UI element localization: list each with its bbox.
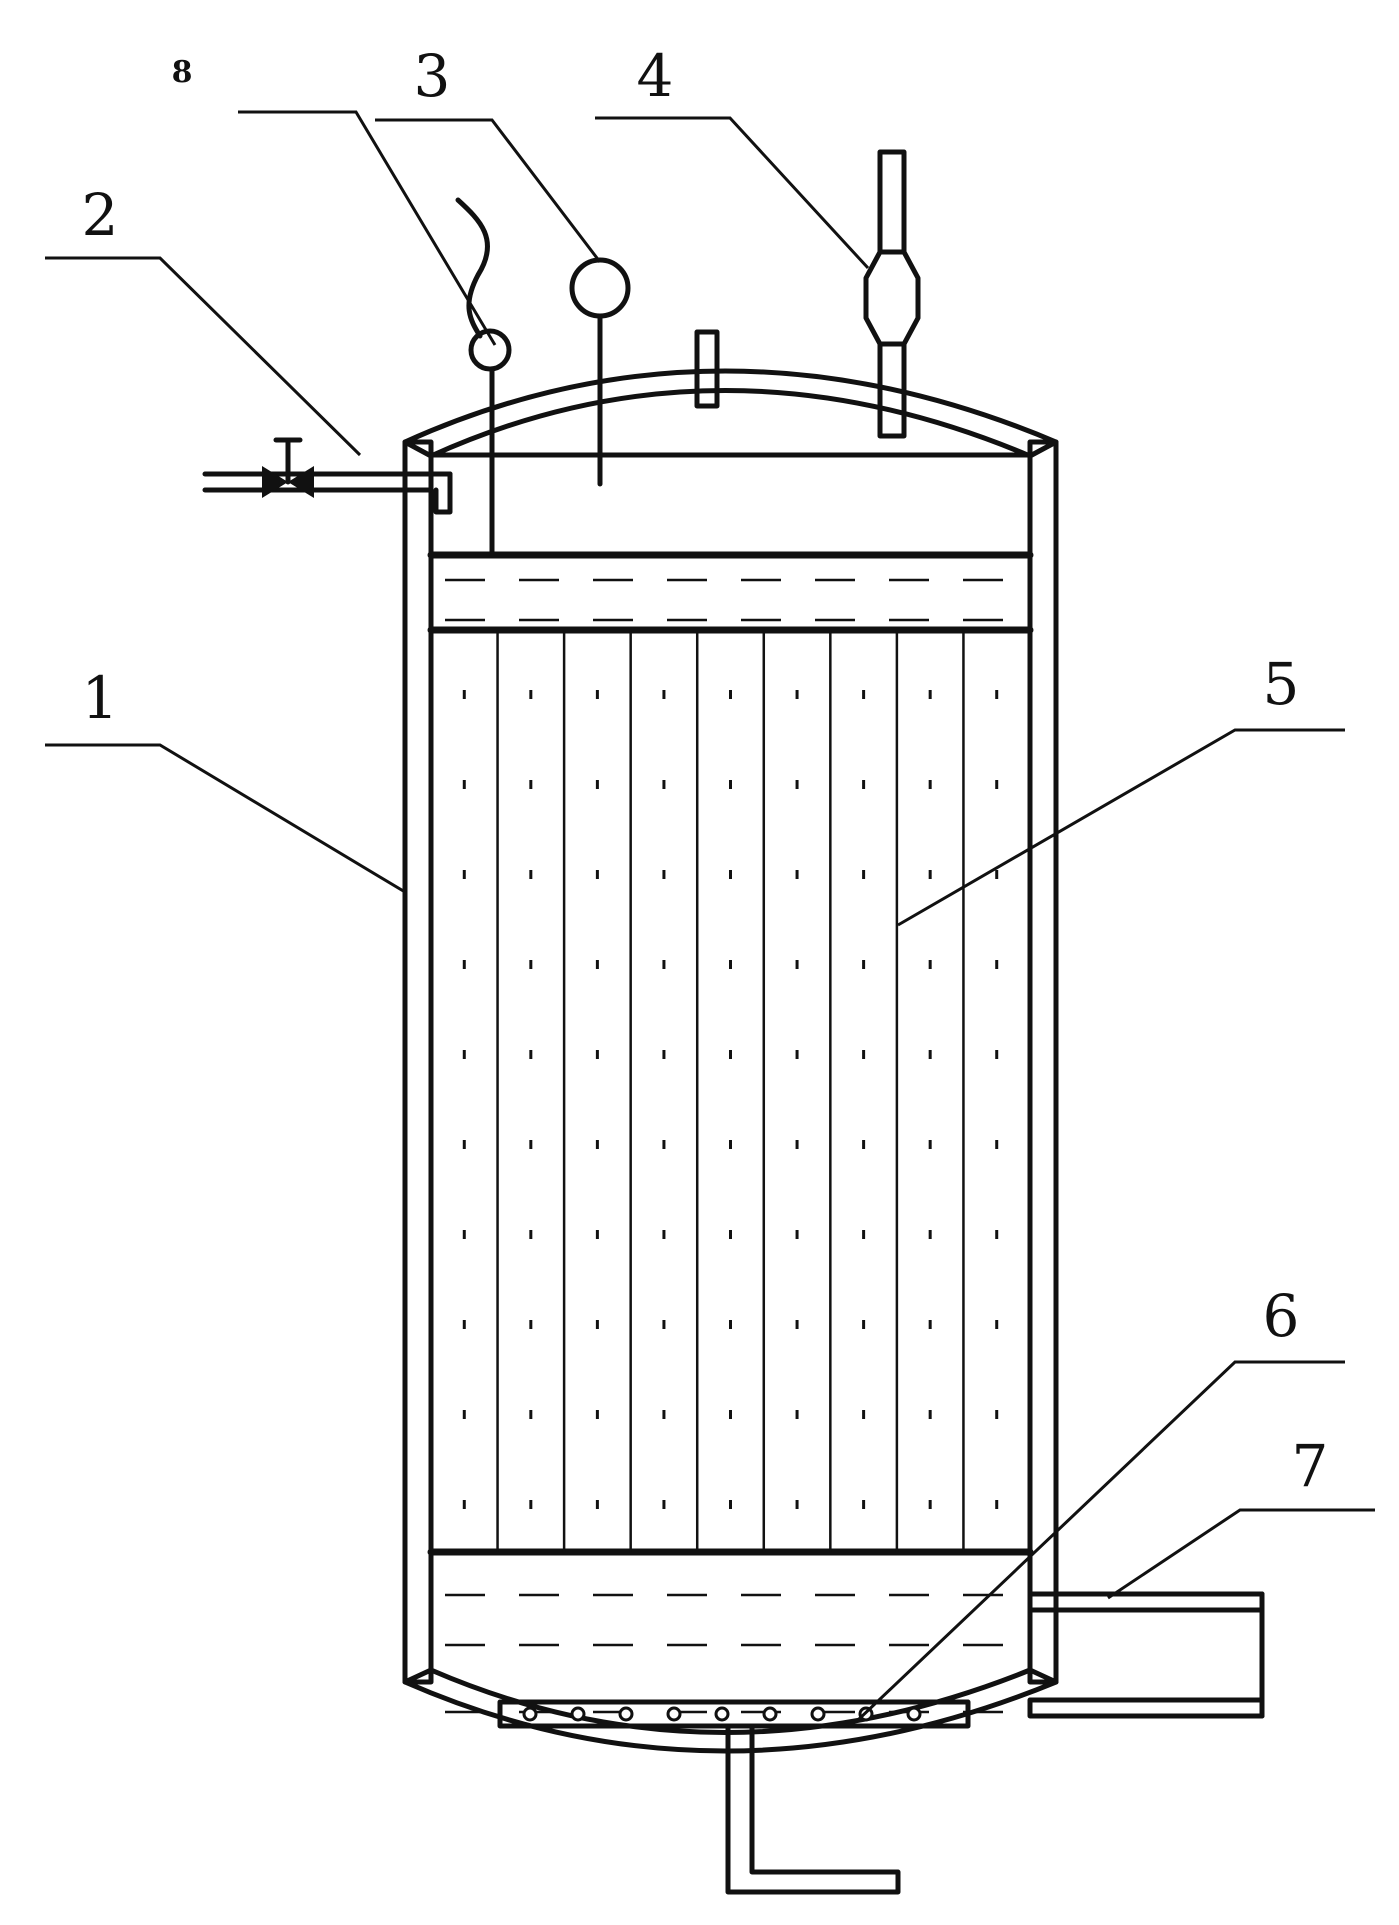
probe-cable: [455, 197, 491, 339]
label-8: 8: [172, 55, 193, 90]
distributor-inlet-pipe: [725, 1723, 901, 1895]
distributor-hole: [810, 1706, 826, 1722]
outlet-pipe: [1027, 1591, 1265, 1719]
leader-2: [45, 256, 362, 457]
leader-8: [238, 110, 497, 346]
leader-lines: [45, 110, 1375, 1722]
leader-3: [375, 118, 602, 263]
valve-right-triangle: [288, 466, 314, 498]
distributor-hole: [666, 1706, 682, 1722]
gauge-3: [569, 257, 631, 487]
vessel-shell: [402, 368, 1059, 1754]
distributor-hole: [906, 1706, 922, 1722]
left-wall: [402, 439, 434, 1685]
leader-5: [897, 728, 1345, 927]
label-5: 5: [1263, 650, 1300, 718]
inlet-valve-line: [202, 437, 453, 515]
label-1: 1: [82, 664, 119, 732]
headspace: [427, 452, 1034, 559]
part-labels: 1 2 3 4 5 6 7 8: [82, 42, 1329, 1500]
distributor-hole: [522, 1706, 538, 1722]
bottom-dome: [402, 1667, 1059, 1754]
distributor-hole: [762, 1706, 778, 1722]
label-3: 3: [414, 42, 451, 110]
label-6: 6: [1263, 1282, 1300, 1350]
gauge-dial: [569, 257, 631, 319]
packing-bed: [427, 630, 1034, 1556]
gas-distributor: [497, 1699, 971, 1895]
leader-1: [45, 743, 406, 894]
label-7: 7: [1292, 1432, 1329, 1500]
distributor-holes: [522, 1706, 922, 1722]
distributor-hole: [570, 1706, 586, 1722]
label-2: 2: [82, 181, 119, 249]
dome-nozzle: [694, 329, 720, 409]
top-dome: [402, 368, 1059, 459]
leader-6: [856, 1360, 1345, 1722]
upper-liquid-layer: [427, 578, 1034, 634]
label-4: 4: [637, 42, 674, 110]
valve-left-triangle: [262, 466, 288, 498]
distributor-hole: [714, 1706, 730, 1722]
instrument-8-probe: [455, 197, 512, 558]
distributor-hole: [618, 1706, 634, 1722]
leader-7: [1107, 1508, 1375, 1600]
flow-meter-4: [863, 149, 921, 439]
right-wall: [1027, 439, 1059, 1685]
leader-4: [595, 116, 870, 270]
lower-liquid-layer: [445, 1593, 1025, 1714]
